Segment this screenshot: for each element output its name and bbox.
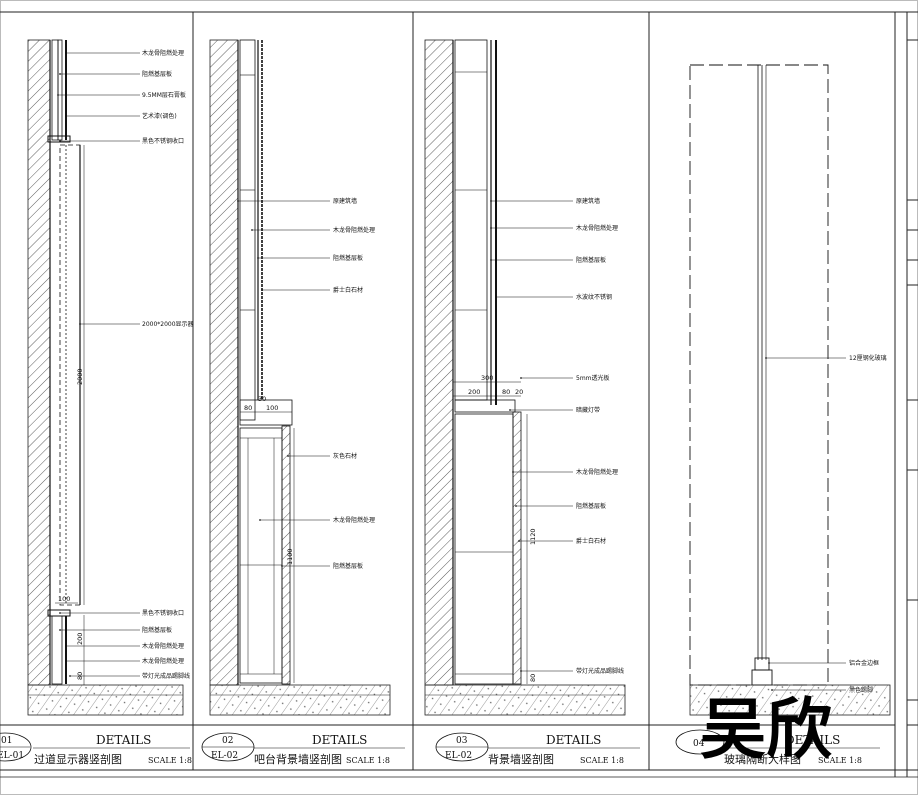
label-03-2: 阻燃基层板 <box>576 256 606 264</box>
label-01-0: 木龙骨阻燃处理 <box>142 49 184 57</box>
detail-code-01: EL-01 <box>0 751 24 761</box>
label-01-3: 艺术漆(调色) <box>142 112 177 120</box>
label-02-3: 爵士白石材 <box>333 286 363 294</box>
detail-number-02: 02 <box>222 736 233 746</box>
wall-hatch <box>27 39 51 686</box>
label-03-5: 暗藏灯带 <box>576 406 600 414</box>
details-label-01: DETAILS <box>96 733 151 747</box>
panel-scale-04: SCALE 1:8 <box>818 756 862 765</box>
label-02-1: 木龙骨阻燃处理 <box>333 226 375 234</box>
details-label-04: DETAILS <box>785 733 840 747</box>
door-frame-outline <box>689 64 829 686</box>
wall-hatch <box>209 39 239 686</box>
panel-01: 100 2000 200 80 木龙骨阻燃处理 阻燃基层板 9.5MM层石膏板 … <box>0 39 194 766</box>
panel-title-03: 背景墙竖剖图 <box>488 752 554 766</box>
label-02-5: 木龙骨阻燃处理 <box>333 516 375 524</box>
label-02-4: 灰色石材 <box>333 452 357 460</box>
detail-number-04: 04 <box>693 739 705 749</box>
floor-slab <box>27 684 184 716</box>
label-02-0: 原建筑墙 <box>333 197 357 205</box>
wall-hatch <box>424 39 454 686</box>
panel-scale-01: SCALE 1:8 <box>148 756 192 765</box>
details-label-03: DETAILS <box>546 733 601 747</box>
panel-title-02: 吧台背景墙竖剖图 <box>254 752 342 766</box>
label-03-3: 水波纹不锈钢 <box>576 293 612 301</box>
label-02-6: 阻燃基层板 <box>333 562 363 570</box>
panel-04: 12厘钢化玻璃 铝合金边框 黑色踢脚 04 DETAILS 玻璃隔断大样图 SC… <box>675 64 891 766</box>
dim-03-c: 80 <box>502 388 510 396</box>
label-03-9: 带灯光成品踢脚线 <box>576 667 624 675</box>
dim-02-a: 80 <box>244 404 252 412</box>
label-01-5: 2000*2000显示器 <box>142 321 194 328</box>
panel-title-01: 过道显示器竖剖图 <box>34 752 122 766</box>
label-01-4: 黑色不锈钢收口 <box>142 137 184 145</box>
label-01-10: 带灯光成品踢脚线 <box>142 672 190 680</box>
label-01-1: 阻燃基层板 <box>142 70 172 78</box>
detail-code-02: EL-02 <box>211 751 238 761</box>
panel-scale-03: SCALE 1:8 <box>580 756 624 765</box>
label-01-6: 黑色不锈钢收口 <box>142 609 184 617</box>
dim-03-d: 20 <box>515 388 523 396</box>
detail-code-03: EL-02 <box>445 751 472 761</box>
detail-number-01: 01 <box>1 736 12 746</box>
label-04-1: 铝合金边框 <box>849 659 879 667</box>
dim-02-c: 30 <box>258 395 266 403</box>
label-03-8: 爵士白石材 <box>576 537 606 545</box>
label-03-7: 阻燃基层板 <box>576 502 606 510</box>
label-01-7: 阻燃基层板 <box>142 626 172 634</box>
label-04-2: 黑色踢脚 <box>849 686 873 694</box>
dim-01-a: 100 <box>58 595 70 603</box>
label-01-2: 9.5MM层石膏板 <box>142 91 186 99</box>
label-04-0: 12厘钢化玻璃 <box>849 354 887 362</box>
panel-03: 300 200 80 20 1120 80 原建筑墙 木龙骨阻燃处理 阻燃基层板… <box>424 39 640 766</box>
dim-01-c: 200 <box>76 633 84 645</box>
label-01-8: 木龙骨阻燃处理 <box>142 642 184 650</box>
dim-02-d: 1100 <box>286 548 294 565</box>
label-01-9: 木龙骨阻燃处理 <box>142 657 184 665</box>
dim-03-e: 1120 <box>529 528 537 545</box>
detail-number-03: 03 <box>456 736 468 746</box>
label-02-2: 阻燃基层板 <box>333 254 363 262</box>
floor-slab <box>424 684 626 716</box>
watermark: 吴欣 <box>700 691 832 768</box>
dim-01-b: 2000 <box>76 368 84 385</box>
panel-scale-02: SCALE 1:8 <box>346 756 390 765</box>
label-03-6: 木龙骨阻燃处理 <box>576 468 618 476</box>
dim-03-f: 80 <box>529 674 537 682</box>
dim-03-a: 300 <box>481 374 493 382</box>
label-03-0: 原建筑墙 <box>576 197 600 205</box>
floor-slab <box>209 684 391 716</box>
label-03-4: 5mm透光板 <box>576 374 610 382</box>
label-03-1: 木龙骨阻燃处理 <box>576 224 618 232</box>
detail-bubble-04 <box>675 729 725 755</box>
panel-title-04: 玻璃隔断大样图 <box>724 752 801 766</box>
dim-02-b: 100 <box>266 404 278 412</box>
details-label-02: DETAILS <box>312 733 367 747</box>
panel-02: 80 100 30 1100 原建筑墙 木龙骨阻燃处理 阻燃基层板 爵士白石材 … <box>201 39 405 766</box>
detail-bubble-01 <box>0 732 32 762</box>
dim-03-b: 200 <box>468 388 480 396</box>
